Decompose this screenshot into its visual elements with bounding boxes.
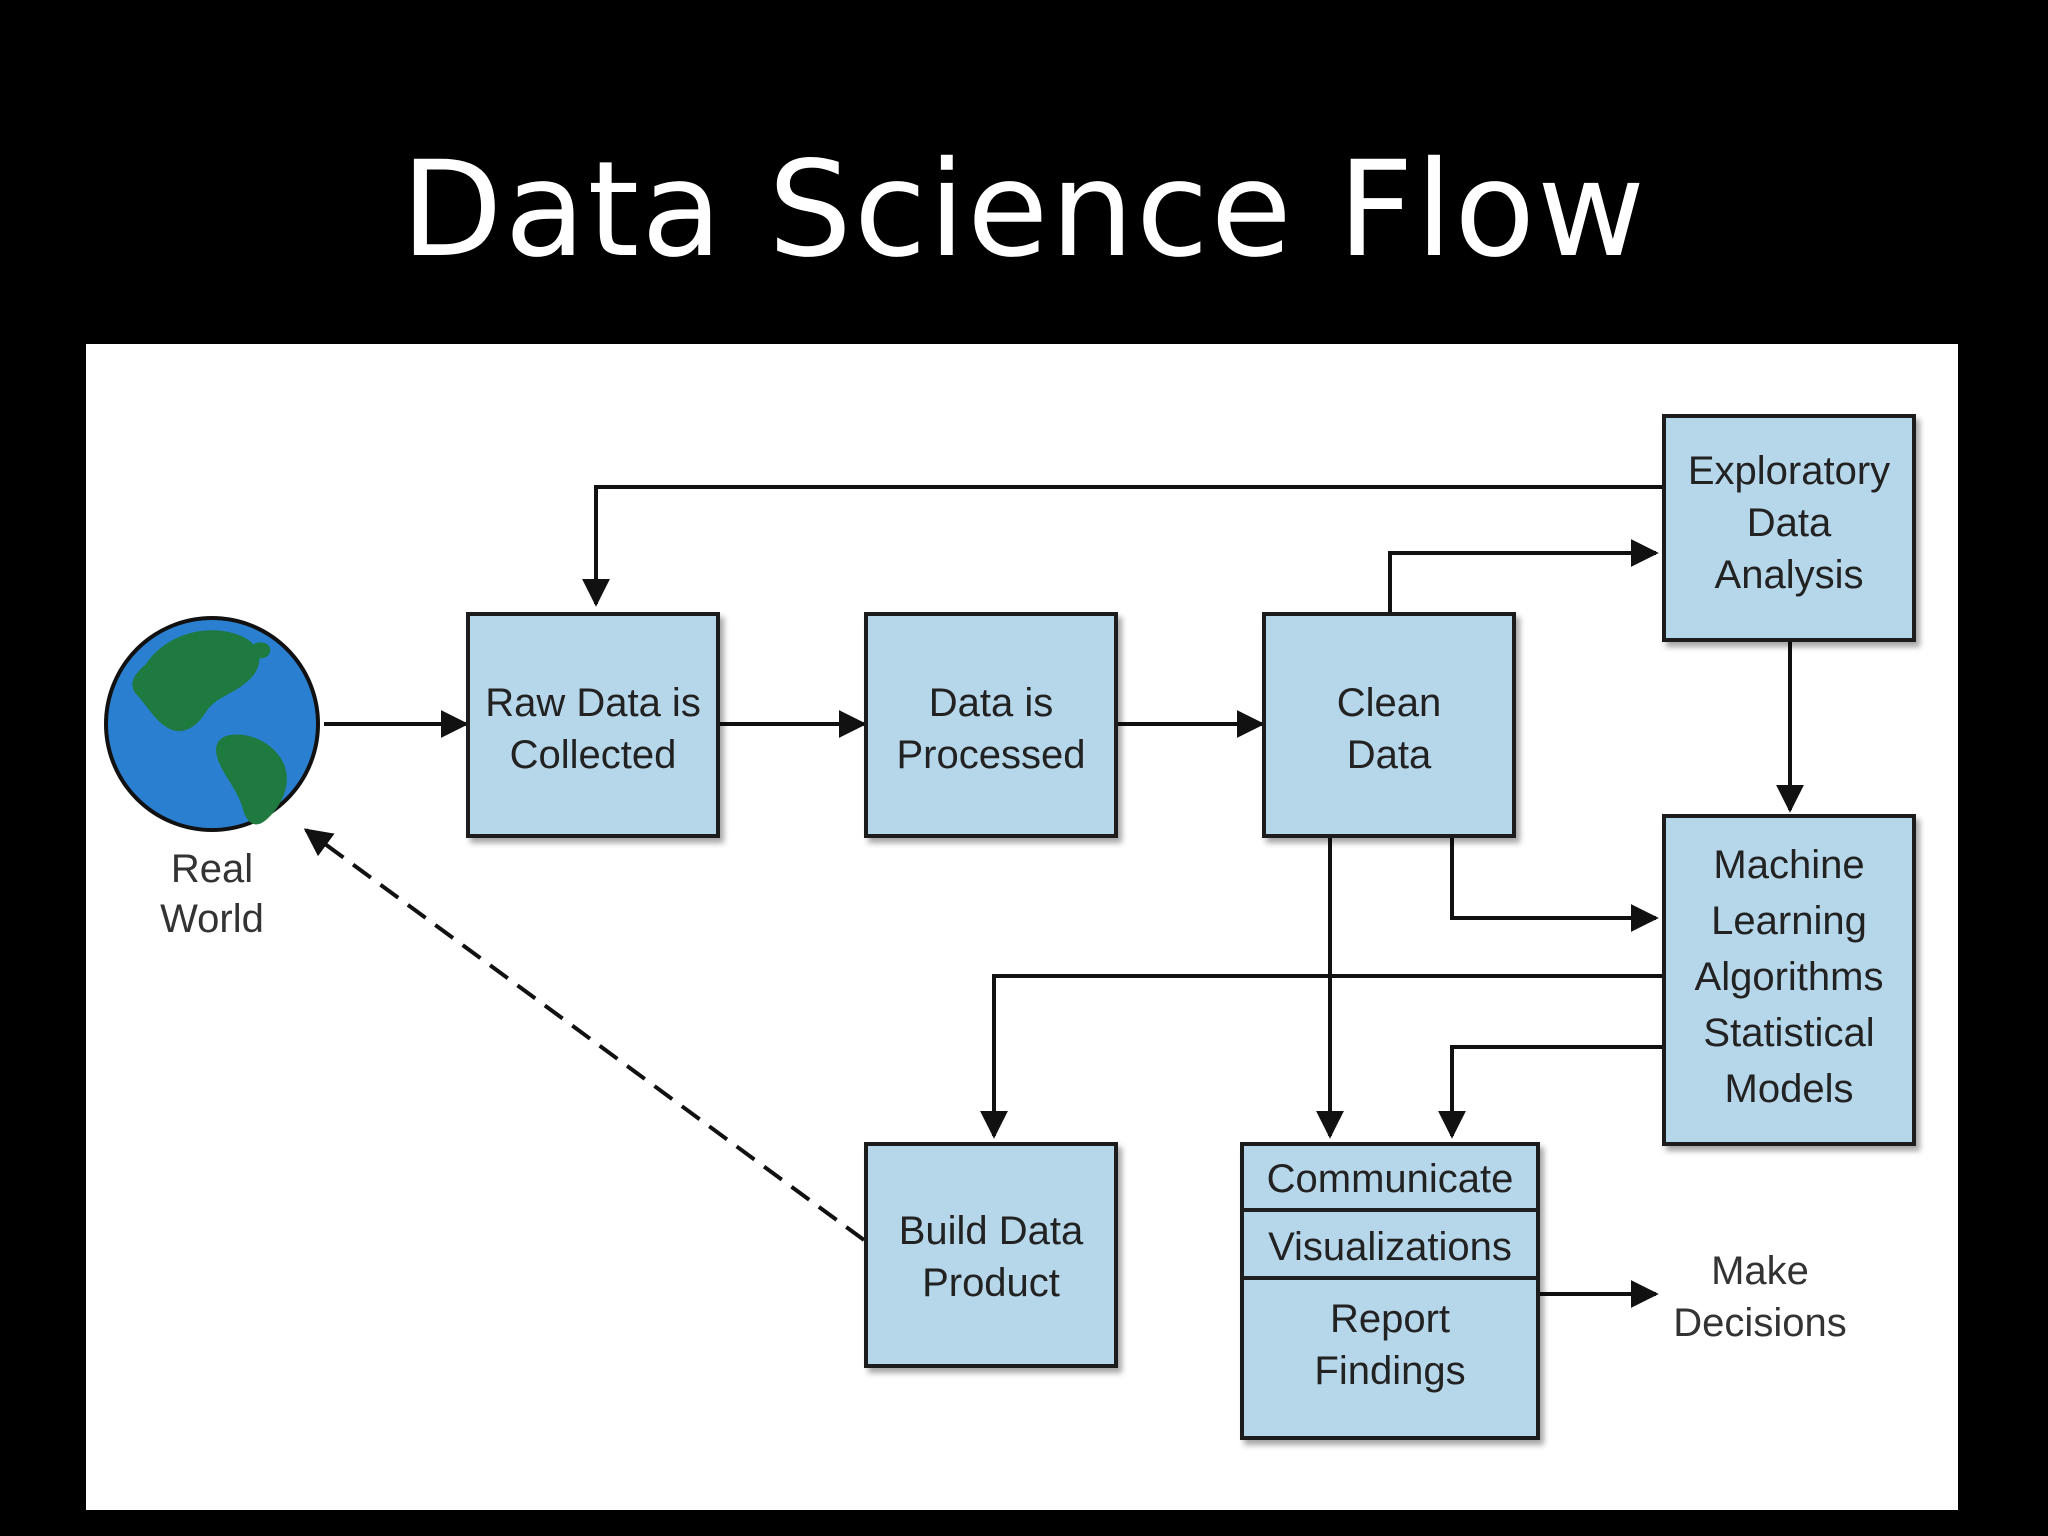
- slide-title: Data Science Flow: [400, 133, 1648, 287]
- communicate-row2: Visualizations: [1268, 1225, 1512, 1269]
- diagram-panel: Real World Raw Data is Collected Data is…: [86, 344, 1958, 1510]
- ml-line1: Machine: [1713, 843, 1864, 887]
- arrow-build-to-world: [303, 828, 866, 1242]
- real-world-label-line2: World: [160, 897, 264, 941]
- ml-line2: Learning: [1711, 899, 1867, 943]
- build-line2: Product: [922, 1261, 1060, 1305]
- clean-line2: Data: [1347, 733, 1432, 777]
- arrow-eda-to-raw: [582, 485, 1664, 607]
- eda-line2: Data: [1747, 501, 1832, 545]
- communicate-box: Communicate Visualizations Report Findin…: [1240, 1142, 1540, 1440]
- raw-data-box: Raw Data is Collected: [466, 612, 720, 838]
- build-line1: Build Data: [899, 1209, 1084, 1253]
- flow-diagram: Real World Raw Data is Collected Data is…: [104, 414, 1916, 1440]
- clean-data-box: Clean Data: [1262, 612, 1516, 838]
- arrow-clean-to-ml: [1450, 838, 1659, 932]
- processed-box: Data is Processed: [864, 612, 1118, 838]
- earth-globe: [104, 616, 320, 832]
- earth-land-islands: [252, 642, 271, 659]
- ml-line4: Statistical: [1703, 1011, 1874, 1055]
- processed-line2: Processed: [897, 733, 1086, 777]
- earth-land-north-america: [132, 630, 260, 732]
- decisions-line1: Make: [1711, 1249, 1809, 1293]
- eda-box: Exploratory Data Analysis: [1662, 414, 1916, 642]
- eda-line3: Analysis: [1715, 553, 1864, 597]
- clean-line1: Clean: [1337, 681, 1442, 725]
- raw-data-line2: Collected: [510, 733, 677, 777]
- ml-line3: Algorithms: [1695, 955, 1884, 999]
- eda-line1: Exploratory: [1688, 449, 1890, 493]
- arrow-ml-to-build: [980, 974, 1664, 1139]
- arrow-ml-to-communicate: [1438, 1045, 1664, 1139]
- communicate-row3-line1: Report: [1330, 1297, 1450, 1341]
- real-world-label-line1: Real: [171, 847, 253, 891]
- ml-line5: Models: [1725, 1067, 1854, 1111]
- arrow-clean-to-eda: [1388, 539, 1659, 614]
- build-data-product-box: Build Data Product: [864, 1142, 1118, 1368]
- communicate-row1: Communicate: [1267, 1157, 1514, 1201]
- decisions-line2: Decisions: [1673, 1301, 1846, 1345]
- communicate-row3-line2: Findings: [1314, 1349, 1465, 1393]
- earth-land-south-america: [216, 734, 287, 825]
- ml-box: Machine Learning Algorithms Statistical …: [1662, 814, 1916, 1146]
- processed-line1: Data is: [929, 681, 1054, 725]
- raw-data-line1: Raw Data is: [485, 681, 701, 725]
